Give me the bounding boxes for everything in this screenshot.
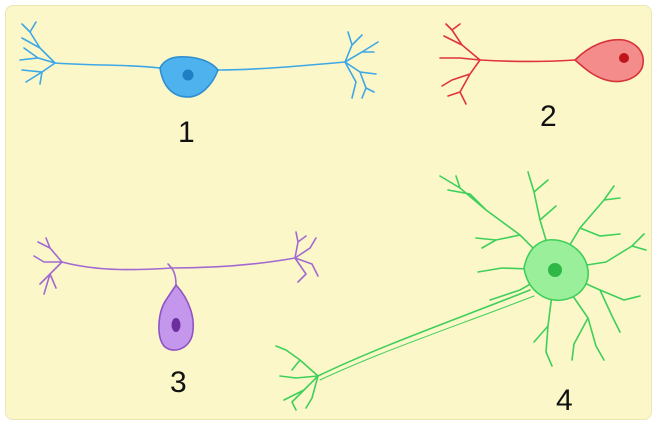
left-process	[55, 63, 160, 68]
right-branch	[172, 258, 295, 268]
multipolar-nucleus	[548, 263, 562, 277]
label-2: 2	[540, 102, 557, 132]
pseudounipolar-neuron	[34, 232, 318, 350]
stem-process	[168, 264, 176, 285]
unipolar-nucleus	[619, 53, 629, 63]
left-dendrites	[34, 238, 62, 294]
right-process	[218, 62, 345, 70]
label-1: 1	[178, 118, 195, 148]
multipolar-neuron	[276, 172, 646, 410]
unipolar-axon	[480, 60, 575, 62]
bipolar-nucleus	[183, 70, 194, 81]
pseudounipolar-soma	[159, 285, 193, 350]
axon	[318, 290, 530, 376]
unipolar-soma	[575, 40, 643, 82]
axon-parallel	[320, 296, 534, 380]
pseudounipolar-nucleus	[172, 318, 181, 332]
left-branch	[62, 262, 172, 270]
bipolar-neuron	[20, 22, 378, 98]
right-dendrites	[345, 32, 378, 98]
label-4: 4	[556, 386, 573, 416]
axon-terminals	[276, 346, 318, 410]
label-3: 3	[170, 368, 187, 398]
unipolar-dendrites	[440, 24, 480, 104]
unipolar-neuron	[440, 24, 643, 104]
right-dendrites	[295, 232, 318, 282]
left-dendrites	[20, 22, 55, 84]
